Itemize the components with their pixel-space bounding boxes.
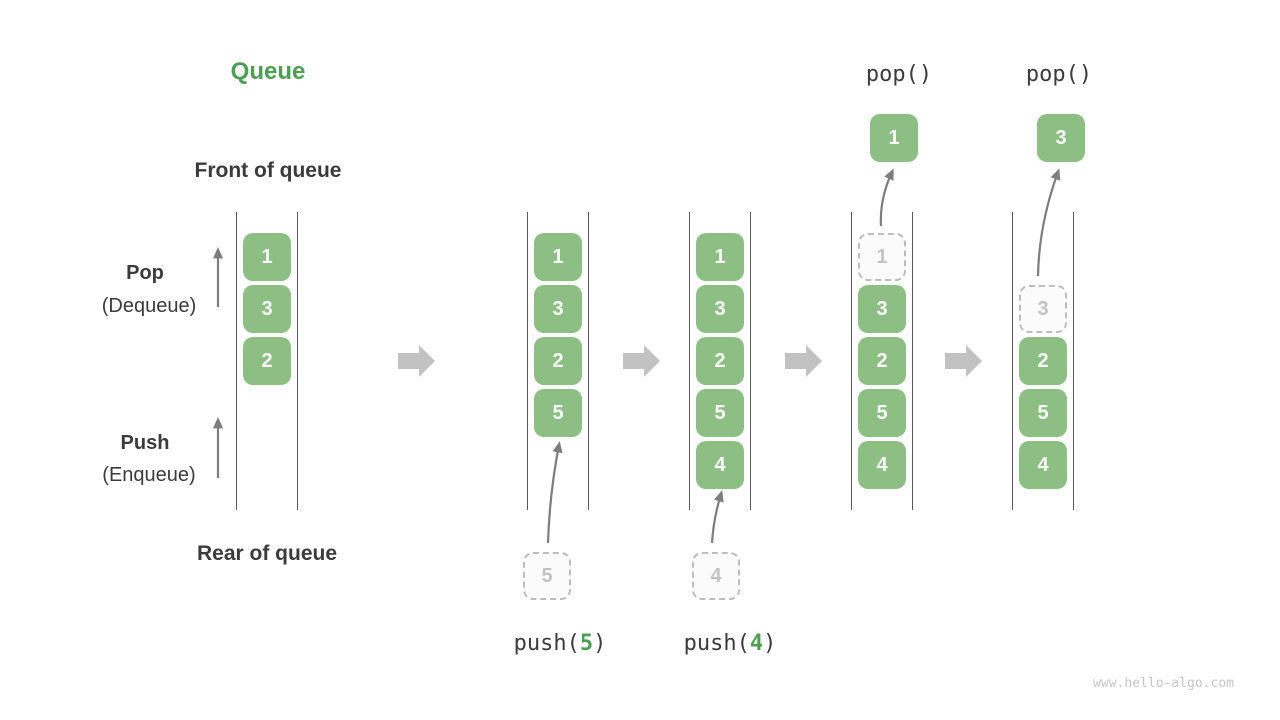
incoming-item: 4	[692, 552, 740, 600]
rear-of-queue-label: Rear of queue	[196, 542, 338, 565]
queue-rail	[688, 212, 691, 510]
queue-item: 5	[1019, 389, 1067, 437]
queue-rail	[296, 212, 299, 510]
push-4-arrow-icon	[710, 490, 724, 544]
queue-item: 1	[243, 233, 291, 281]
queue-item: 3	[858, 285, 906, 333]
push-label: Push	[120, 432, 170, 454]
queue-item: 3	[696, 285, 744, 333]
pop-1-arrow-icon	[879, 168, 894, 227]
queue-item: 3	[534, 285, 582, 333]
push-5-arrow-icon	[546, 441, 563, 544]
queue-item-ghost: 3	[1019, 285, 1067, 333]
queue-item: 4	[858, 441, 906, 489]
flow-arrow-icon	[785, 345, 822, 377]
queue-rail	[911, 212, 914, 510]
incoming-item: 5	[523, 552, 571, 600]
queue-item: 2	[1019, 337, 1067, 385]
op-text: )	[593, 631, 607, 656]
queue-rail	[235, 212, 238, 510]
op-text: )	[763, 631, 777, 656]
flow-arrow-icon	[945, 345, 982, 377]
queue-item: 5	[696, 389, 744, 437]
queue-item-ghost: 1	[858, 233, 906, 281]
op-arg-value: 5	[579, 631, 594, 656]
op-arg-value: 4	[749, 631, 764, 656]
queue-item: 5	[534, 389, 582, 437]
queue-item: 1	[534, 233, 582, 281]
pop-3-arrow-icon	[1036, 168, 1061, 277]
queue-item: 2	[243, 337, 291, 385]
queue-item: 3	[243, 285, 291, 333]
queue-rail	[526, 212, 529, 510]
op-text: pop()	[865, 62, 933, 87]
queue-item: 5	[858, 389, 906, 437]
queue-rail	[850, 212, 853, 510]
pop-label-1: pop()	[866, 62, 932, 87]
flow-arrow-icon	[623, 345, 660, 377]
push-4-label: push(4)	[684, 631, 777, 656]
pop-label: Pop	[126, 262, 164, 284]
queue-item: 2	[696, 337, 744, 385]
queue-item: 2	[858, 337, 906, 385]
queue-item: 4	[696, 441, 744, 489]
op-text: push(	[513, 631, 580, 656]
queue-rail	[1011, 212, 1014, 510]
watermark: www.hello-algo.com	[1093, 676, 1234, 691]
diagram-title: Queue	[230, 58, 306, 85]
queue-item: 4	[1019, 441, 1067, 489]
popped-item: 1	[870, 114, 918, 162]
push-5-label: push(5)	[514, 631, 607, 656]
op-text: pop()	[1025, 62, 1093, 87]
pop-label-2: pop()	[1026, 62, 1092, 87]
queue-rail	[587, 212, 590, 510]
queue-item: 1	[696, 233, 744, 281]
enqueue-label: (Enqueue)	[102, 464, 196, 486]
queue-rail	[1072, 212, 1075, 510]
flow-arrow-icon	[398, 345, 435, 377]
queue-item: 2	[534, 337, 582, 385]
front-of-queue-label: Front of queue	[194, 159, 342, 182]
queue-rail	[749, 212, 752, 510]
dequeue-label: (Dequeue)	[101, 295, 197, 317]
popped-item: 3	[1037, 114, 1085, 162]
op-text: push(	[683, 631, 750, 656]
